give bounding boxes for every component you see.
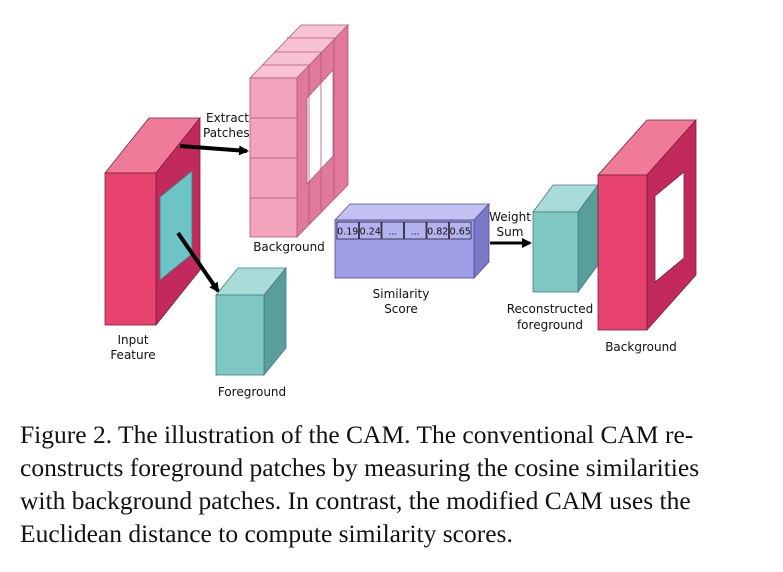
caption-line-2: constructs foreground patches by measuri…: [20, 453, 700, 482]
foreground-block: [215, 266, 287, 377]
weight-sum-label-line2: Sum: [497, 225, 524, 239]
similarity-score-label-line1: Similarity: [373, 287, 430, 301]
score-cell: [426, 221, 449, 240]
background-patches-block: [249, 24, 349, 238]
reconstructed-foreground-block: [532, 183, 599, 294]
background-patches-label: Background: [253, 240, 325, 254]
input-feature-label-line1: Input: [117, 333, 148, 347]
reconstructed-foreground-label-line2: foreground: [517, 318, 583, 332]
extract-arrow: [179, 144, 249, 156]
score-cell: [404, 221, 427, 240]
score-cell: [336, 221, 359, 240]
similarity-score-label-line2: Score: [384, 302, 418, 316]
score-value: ...: [388, 227, 397, 238]
score-value: 0.65: [450, 227, 471, 238]
score-cell: [381, 221, 404, 240]
output-background-label: Background: [605, 340, 677, 354]
reconstructed-foreground-label-line1: Reconstructed: [507, 302, 594, 316]
foreground-label: Foreground: [218, 385, 286, 399]
caption-line-4: Euclidean distance to compute similarity…: [20, 519, 513, 548]
weight-sum-label-line1: Weight: [489, 210, 531, 224]
input-feature-block: [104, 116, 201, 327]
score-cell: [449, 221, 472, 240]
extract-patches-label-line2: Patches: [203, 126, 250, 140]
score-cell: [359, 221, 382, 240]
figure-caption: Figure 2. The illustration of the CAM. T…: [20, 418, 775, 550]
caption-line-1: Figure 2. The illustration of the CAM. T…: [20, 420, 694, 449]
caption-line-3: with background patches. In contrast, th…: [20, 486, 691, 515]
score-value: ...: [411, 227, 420, 238]
foreground-arrow: [176, 231, 220, 293]
input-feature-label-line2: Feature: [110, 348, 155, 362]
score-value: 0.19: [337, 227, 358, 238]
output-background-block: [597, 118, 697, 332]
score-value: 0.24: [360, 227, 381, 238]
extract-patches-label-line1: Extract: [206, 111, 249, 125]
score-value: 0.82: [427, 227, 448, 238]
